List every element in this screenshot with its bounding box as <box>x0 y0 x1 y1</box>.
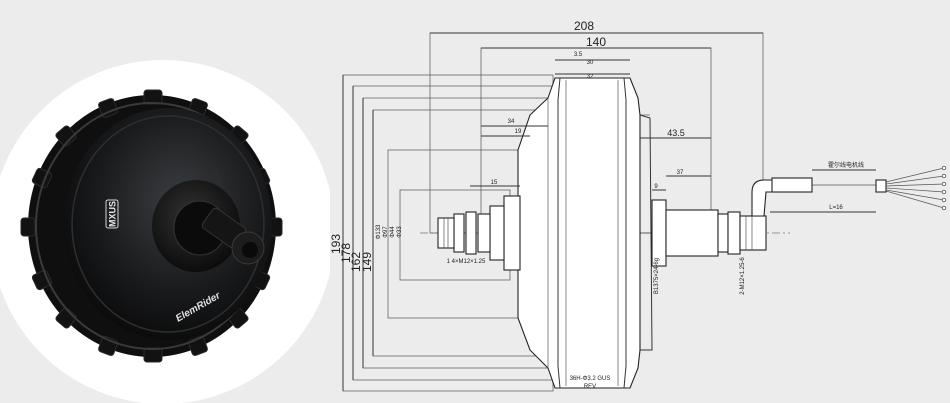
motor-body-side <box>517 77 653 389</box>
diameter-44: Φ44 <box>390 226 396 238</box>
dim-32: 32 <box>587 74 594 80</box>
diameter-133: Φ133 <box>376 224 382 239</box>
brand-badge: MXUS <box>105 199 119 229</box>
dim-3-5: 3.5 <box>574 52 583 58</box>
motor-axle <box>201 207 265 265</box>
dim-37: 37 <box>677 170 684 176</box>
dim-15: 15 <box>491 180 498 186</box>
dim-193: 193 <box>329 234 343 254</box>
diameter-97: Φ97 <box>383 226 389 238</box>
right-axle <box>651 199 767 267</box>
dim-140: 140 <box>586 35 606 49</box>
thread-right-label-1: B1375×24-6g <box>654 258 660 294</box>
dim-162: 162 <box>349 252 363 272</box>
dim-149: 149 <box>360 252 374 272</box>
dim-43-5: 43.5 <box>667 128 685 138</box>
dim-9: 9 <box>654 184 658 190</box>
dim-178: 178 <box>339 243 353 263</box>
left-axle <box>437 195 521 271</box>
dim-34: 34 <box>508 119 515 125</box>
diameter-33: Φ33 <box>397 226 403 238</box>
cable <box>751 165 947 217</box>
dim-19: 19 <box>515 129 522 135</box>
thread-right-label-2: 2-M12×1.25-6 <box>740 257 746 295</box>
dim-30: 30 <box>587 60 594 66</box>
spoke-hole-label: 36H-Φ3.2 GUS <box>570 376 611 382</box>
product-photo: MXUS ElemRider <box>0 60 330 403</box>
spoke-hole-sublabel: REV <box>584 384 596 390</box>
thread-left-label: 1 4×M12×1.25 <box>447 259 486 265</box>
dimension-lines <box>342 32 876 391</box>
brand-text: MXUS <box>108 201 118 227</box>
cable-note: 霍尔线电机线 <box>828 161 864 169</box>
cable-length: L=16 <box>829 205 843 211</box>
dim-208: 208 <box>574 19 594 33</box>
